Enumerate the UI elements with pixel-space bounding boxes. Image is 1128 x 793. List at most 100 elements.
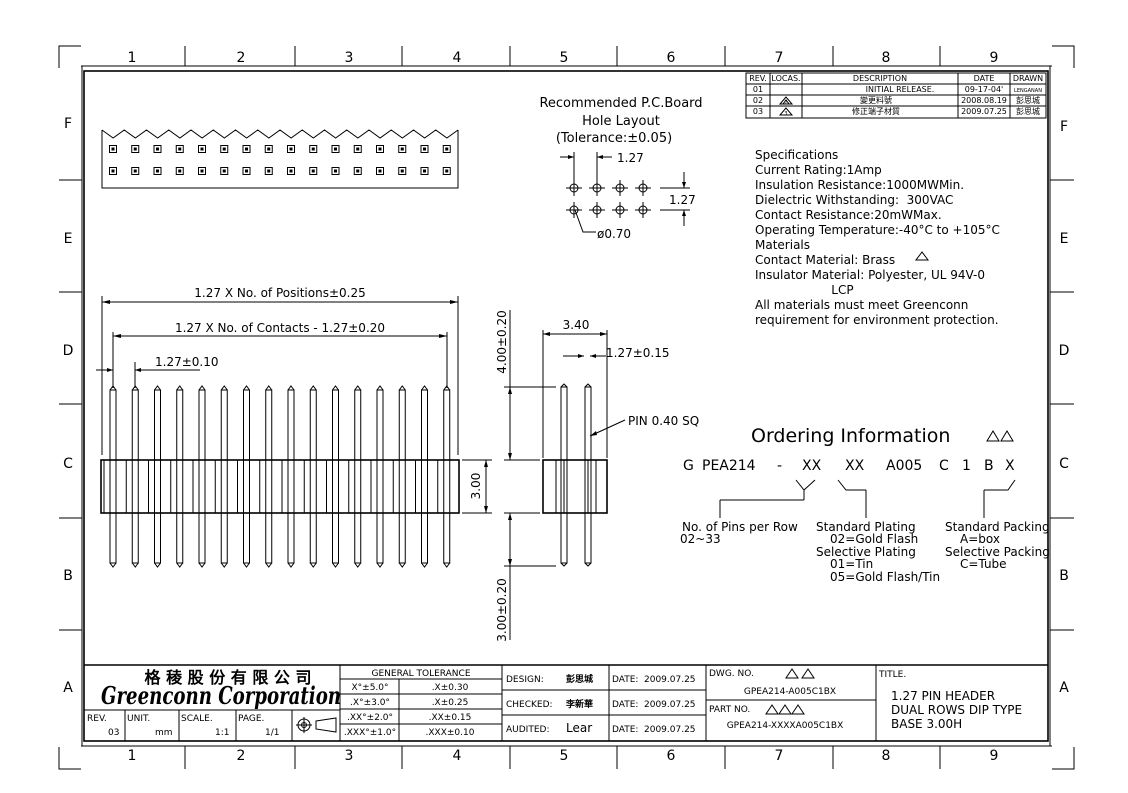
column-label: 2 [237,748,246,764]
pcb-pitch-vertical: 1.27 [669,193,696,207]
front-view-pin-tip [220,562,228,568]
top-view-pin-core [334,147,337,151]
top-view-pin-hole [175,145,184,153]
front-view-pin-tip [332,562,339,568]
top-view-pin-core [178,147,182,151]
row-label: A [1059,680,1069,696]
front-view-pin-tip [443,562,451,568]
front-view-pin-upper [198,389,206,461]
spec-line: LCP [755,283,854,297]
front-view-pin-lower [243,512,250,564]
order-code-dash: - [777,458,782,474]
top-view-pin-core [400,169,404,173]
front-view-pin-upper [332,389,339,461]
top-view-pin-core [245,169,248,173]
top-view-pin-core [133,169,137,173]
scale-label: SCALE. [181,714,213,724]
top-view-pin-core [156,169,159,173]
top-view-pin-core [356,169,360,173]
row-label: B [1059,568,1069,584]
top-view-pin-hole [353,145,362,153]
packing-option: C=Tube [960,557,1007,571]
pcb-layout-tolerance: (Tolerance:±0.05) [556,131,672,146]
pcb-layout-subtitle: Hole Layout [582,114,660,129]
spec-line: Current Rating:1Amp [755,163,882,177]
top-view-pin-hole [198,145,206,153]
column-label: 6 [667,50,676,66]
front-view-pin-upper [265,389,273,461]
top-view-pin-core [200,169,204,173]
front-view-pin-tip [421,385,428,391]
dimension-body-height: 3.00 [469,473,483,500]
tolerance-linear: .X±0.30 [432,683,469,693]
front-view-pin-tip [376,562,384,568]
row-label: E [64,231,73,247]
audited-name: Lear [566,721,592,735]
front-view-pin-lower [198,512,206,564]
column-label: 9 [990,748,999,764]
revision-rev: 01 [753,85,763,94]
revision-header-date: DATE [974,74,995,83]
top-view-pin-core [356,147,360,151]
ordering-information: Ordering Information G PEA214 - XX XX A0… [680,425,1050,584]
selective-plating-title: Selective Plating [816,545,916,559]
drawing-title-line: DUAL ROWS DIP TYPE [891,703,1022,717]
column-label: 7 [775,50,784,66]
revision-header-rev: REV. [749,74,767,83]
front-view-pin-lower [398,512,406,564]
top-view-pin-hole [331,145,340,153]
packing-option: A=box [960,532,1000,546]
pcb-hole-diameter: ø0.70 [597,227,631,241]
front-view-pin-upper [220,389,228,461]
top-view-pin-hole [242,145,251,153]
column-label: 4 [453,748,462,764]
spec-line: Contact Material: Brass [755,253,895,267]
top-view-pin-core [222,147,226,151]
connector-front-view: 1.27 X No. of Positions±0.25 1.27 X No. … [96,286,492,568]
revision-drawn: 彭思城 [1016,106,1040,116]
top-view-pin-core [445,147,449,151]
front-view-pin-lower [421,512,428,564]
row-label: E [1060,231,1069,247]
projection-symbol [296,717,337,733]
column-label: 5 [560,50,569,66]
top-view-pin-hole [376,167,384,175]
drawing-title-line: 1.27 PIN HEADER [891,689,995,703]
row-label: B [63,568,73,584]
top-view-pin-core [400,147,404,151]
row-label: D [1059,343,1070,359]
top-view-pin-hole [220,167,229,175]
pcb-pitch-horizontal: 1.27 [617,151,644,165]
revision-description: 變更料號 [860,95,892,105]
top-view-pin-core [111,147,115,151]
top-view-pin-hole [420,167,429,175]
front-view-pin-tip [198,562,206,568]
pin-size-callout: PIN 0.40 SQ [628,414,699,428]
front-view-pin-tip [398,562,406,568]
top-view-pin-core [423,147,426,151]
top-view-pin-core [445,169,449,173]
front-view-pin-lower [332,512,339,564]
order-code-1: 1 [962,458,971,474]
revision-date: 2008.08.19 [961,96,1007,105]
top-view-pin-hole [109,145,117,153]
top-view-pin-hole [242,167,251,175]
top-view-pin-core [423,169,426,173]
row-label: C [63,456,73,472]
revision-drawn: 彭思城 [1016,95,1040,105]
top-view-pin-hole [331,167,340,175]
drawing-title-line: BASE 3.00H [891,717,962,731]
revision-date: 09-17-04' [965,85,1004,94]
connector-top-view [101,129,459,189]
spec-line: All materials must meet Greenconn [755,298,968,312]
front-view-pin-tip [176,562,184,568]
front-view-pin-tip [443,385,451,391]
top-view-pin-hole [153,145,162,153]
top-view-pin-core [289,169,293,173]
front-view-pin-upper [309,389,317,461]
ordering-title: Ordering Information [751,425,950,447]
revision-rev: 03 [753,107,763,116]
revision-header-description: DESCRIPTION [853,74,907,83]
column-label: 9 [990,50,999,66]
